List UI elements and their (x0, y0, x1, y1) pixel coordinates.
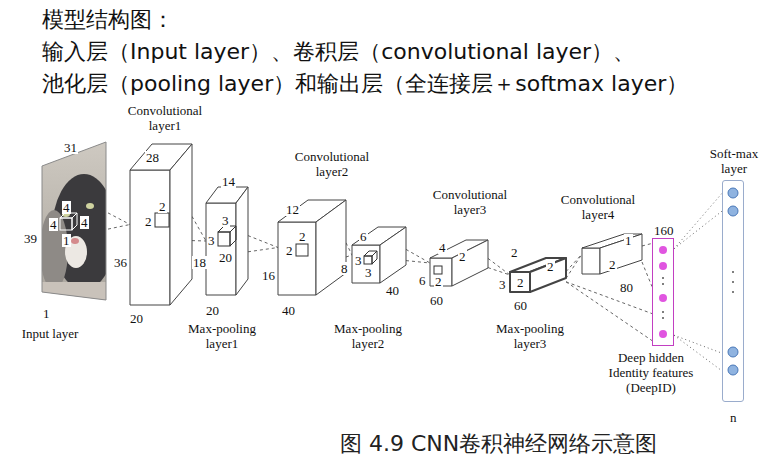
dimension-label: 80 (619, 281, 634, 294)
projection-lines (566, 254, 582, 278)
layer-name: Convolutional layer1 (120, 104, 210, 134)
dimension-label: 60 (513, 299, 528, 312)
cuboid-face (600, 234, 642, 274)
unit-column: Soft-max layer (722, 180, 744, 402)
dimension-label: 1 (42, 307, 51, 320)
layer-name: Convolutional layer3 (425, 188, 515, 218)
cuboid-face (380, 227, 406, 283)
layer-name: Max-pooling layer2 (328, 322, 408, 352)
softmax-units (728, 188, 738, 375)
figure-title: 模型结构图： (42, 6, 174, 34)
layer-name: Convolutional layer4 (553, 193, 643, 223)
dimension-label: 20 (218, 251, 233, 264)
dimension-label: 2 (158, 200, 167, 213)
dimension-label: 14 (221, 175, 236, 188)
dimension-label: 2 (546, 260, 555, 273)
cuboid-face (206, 203, 236, 295)
layer-name: Deep hidden Identity features (DeepID) (602, 351, 700, 396)
cat-face (40, 140, 116, 307)
cuboid-face (352, 245, 380, 283)
unit-column: Deep hidden Identity features (DeepID) (652, 238, 674, 346)
dimension-label: 12 (285, 203, 300, 216)
header-line: 池化层（pooling layer）和输出层（全连接层＋softmax laye… (42, 70, 688, 98)
dimension-label: 160 (653, 224, 675, 237)
deepid-units (659, 246, 667, 338)
dimension-label: 4 (438, 241, 447, 254)
input-kernel (60, 213, 77, 230)
dimension-label: 2 (285, 244, 294, 257)
projection-lines (192, 216, 206, 241)
cuboid-face (582, 248, 600, 274)
dimension-label: 3 (354, 254, 363, 267)
dimension-label: 6 (418, 274, 427, 287)
cuboid-face (278, 222, 316, 295)
dimension-label: 36 (113, 256, 128, 269)
projection-lines (642, 243, 652, 286)
kernel-squares (155, 213, 442, 274)
cuboid-face (236, 187, 248, 295)
dimension-label: 40 (385, 284, 400, 297)
layer-name: Convolutional layer2 (287, 150, 377, 180)
dimension-label: 6 (359, 230, 368, 243)
cuboid-outline (130, 144, 192, 305)
dimension-label: 4 (49, 218, 58, 231)
dimension-label: 4 (80, 216, 89, 229)
dimension-label: 8 (340, 262, 349, 275)
layer-name: Soft-max layer (702, 147, 766, 177)
cuboid-face (130, 170, 170, 305)
layer-name: Max-pooling layer3 (490, 322, 570, 352)
dimension-label: 31 (63, 141, 78, 154)
projection-lines (346, 243, 352, 257)
cuboid-face (530, 258, 566, 292)
dimension-label: 40 (281, 304, 296, 317)
dimension-label: 20 (205, 304, 220, 317)
projection-lines (566, 282, 652, 341)
projection-lines (248, 236, 278, 252)
layer-cuboid: Convolutional layer1 (130, 144, 192, 305)
dimension-label: 2 (298, 230, 307, 243)
dimension-label: 20 (129, 312, 144, 325)
dimension-label: 3 (207, 234, 216, 247)
dimension-label: 28 (145, 151, 160, 164)
projection-lines (488, 258, 510, 275)
cuboid-face (316, 200, 346, 295)
layer-name: Input layer (10, 327, 90, 342)
dimension-label: 39 (23, 232, 38, 245)
dimension-label: 18 (192, 256, 207, 269)
dimension-label: 1 (624, 234, 633, 247)
dimension-label: 2 (458, 250, 467, 263)
dimension-label: 16 (261, 269, 276, 282)
header-line: 输入层（Input layer）、卷积层（convolutional layer… (42, 38, 635, 66)
dimension-label: 2 (516, 276, 525, 289)
dimension-label: 4 (62, 201, 71, 214)
figure-caption: 图 4.9 CNN卷积神经网络示意图 (340, 430, 657, 458)
projection-lines (406, 249, 430, 263)
dimension-label: 2 (608, 258, 617, 271)
layer-name: Max-pooling layer1 (182, 322, 262, 352)
dimension-label: 2 (144, 215, 153, 228)
projection-lines (674, 193, 722, 371)
dimension-label: 2 (434, 275, 443, 288)
dimension-label: 3 (221, 214, 230, 227)
dimension-label: 3 (364, 266, 373, 279)
dimension-label: 1 (62, 234, 71, 247)
dimension-label: 2 (510, 246, 519, 259)
dimension-label: 3 (498, 278, 507, 291)
cuboid-face (452, 240, 488, 286)
dimension-label: 60 (429, 294, 444, 307)
dimension-label: n (729, 411, 738, 424)
cuboid-face (170, 144, 192, 305)
projection-lines (108, 213, 130, 229)
cuboid-face (510, 272, 530, 292)
